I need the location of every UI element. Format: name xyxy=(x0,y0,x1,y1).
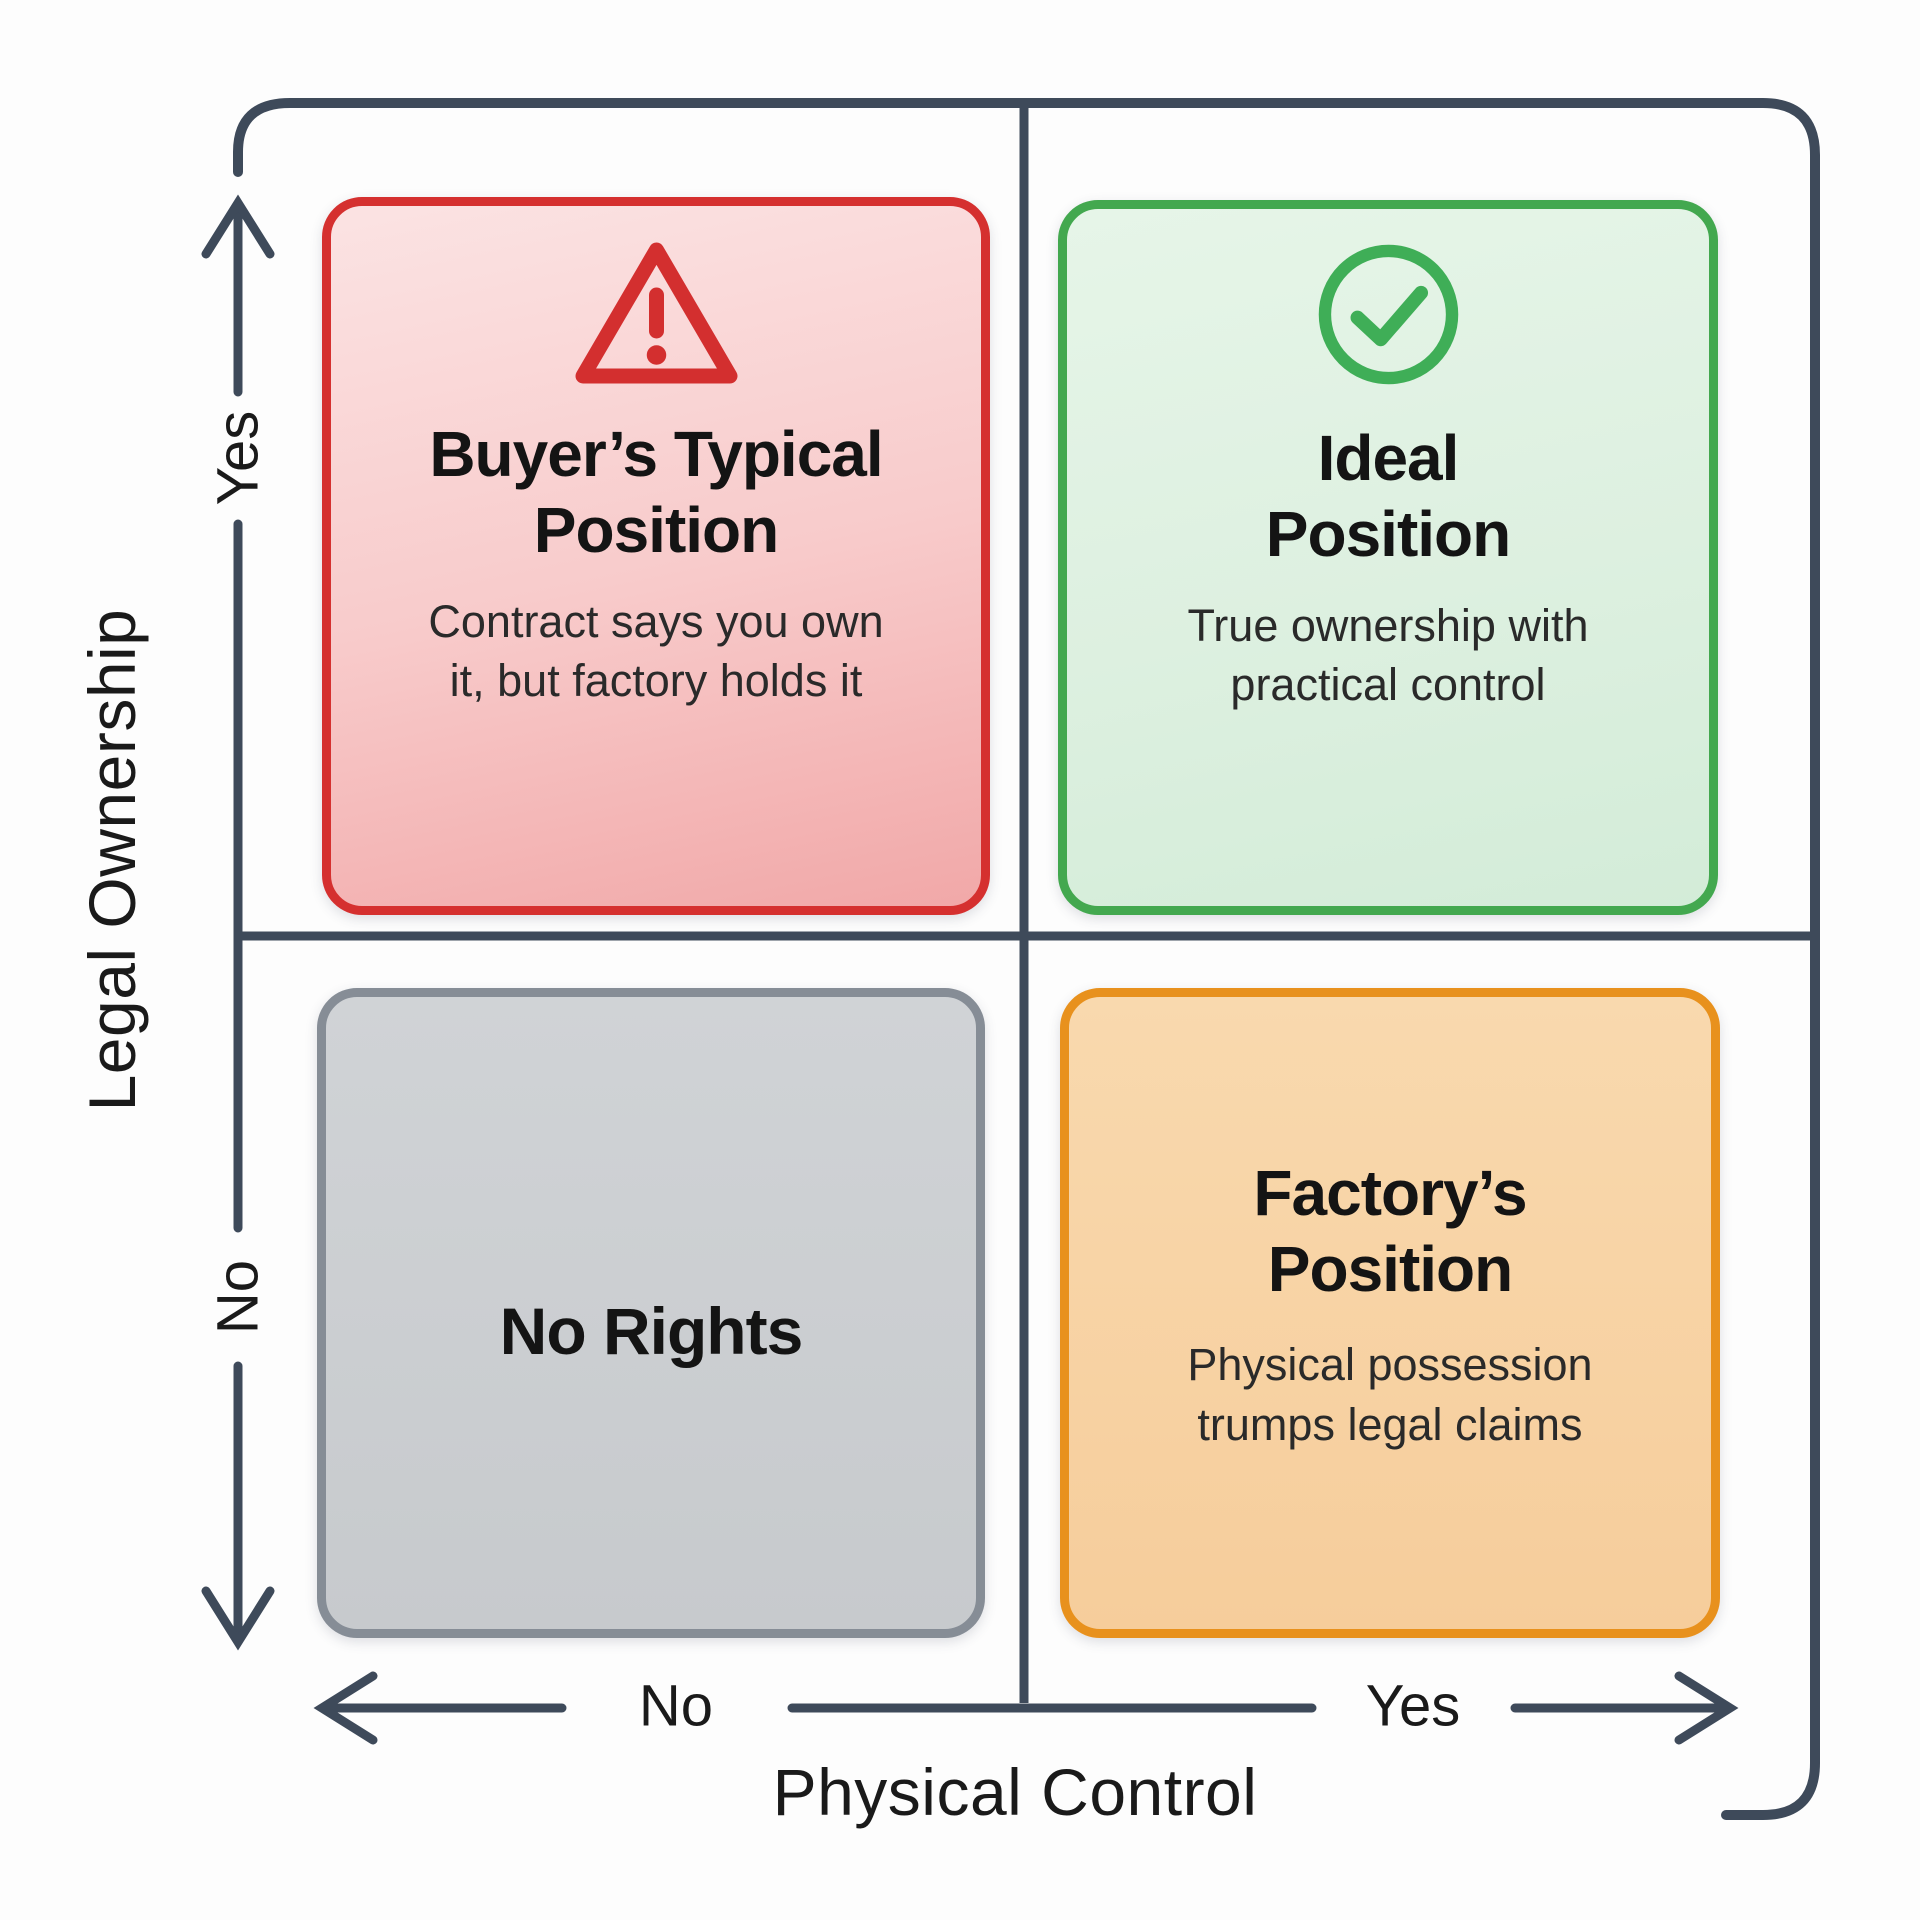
quadrant-title: Buyer’s Typical Position xyxy=(429,418,883,566)
quadrant-no-rights: No Rights xyxy=(317,988,985,1638)
warning-triangle-icon xyxy=(574,238,739,393)
y-axis-up-arrow xyxy=(201,194,275,259)
outer-frame xyxy=(233,98,1820,1820)
quadrant-description: Contract says you own it, but factory ho… xyxy=(428,596,884,707)
quadrant-description: True ownership with practical control xyxy=(1187,600,1589,711)
quadrant-buyers-typical-position: Buyer’s Typical Position Contract says y… xyxy=(322,197,990,915)
y-axis-yes-label: Yes xyxy=(205,410,271,506)
quadrant-description: Physical possession trumps legal claims xyxy=(1187,1339,1593,1450)
x-axis-no-label: No xyxy=(638,1673,714,1739)
check-circle-icon xyxy=(1311,237,1466,397)
quadrant-title: Ideal Position xyxy=(1265,422,1511,570)
y-axis-down-arrow xyxy=(201,1586,275,1651)
x-axis-left-arrow xyxy=(313,1671,378,1745)
x-axis-right-arrow xyxy=(1674,1671,1739,1745)
x-axis-label: Physical Control xyxy=(772,1755,1258,1829)
x-axis-yes-label: Yes xyxy=(1365,1673,1461,1739)
y-axis-no-label: No xyxy=(205,1259,271,1335)
quadrant-factorys-position: Factory’s Position Physical possession t… xyxy=(1060,988,1720,1638)
y-axis-label: Legal Ownership xyxy=(75,608,149,1112)
quadrant-ideal-position: Ideal Position True ownership with pract… xyxy=(1058,200,1718,915)
quadrant-title: Factory’s Position xyxy=(1253,1157,1527,1305)
quadrant-title: No Rights xyxy=(499,1294,804,1368)
